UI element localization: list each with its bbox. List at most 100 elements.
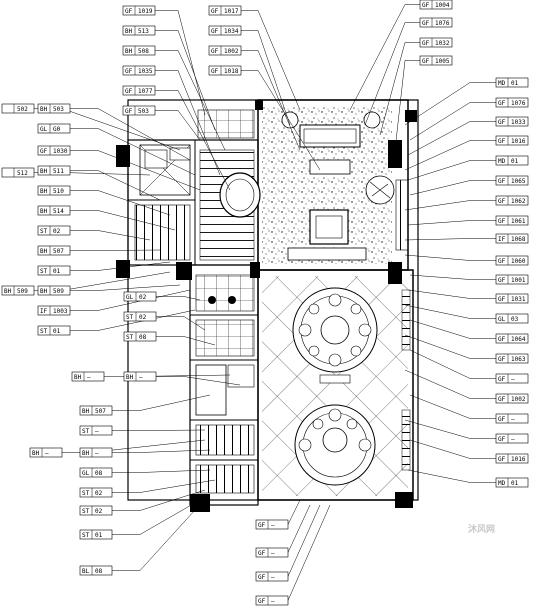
tag-code: GF [258,522,266,529]
tag-number: 1019 [138,8,153,15]
tag-number: 1033 [511,119,526,126]
tag-box [122,25,156,36]
tag-number: 507 [53,248,64,255]
tag-code: ST [40,328,48,335]
tag-number: 1031 [511,296,526,303]
tag-number: 1032 [435,40,450,47]
tag-box [495,433,529,444]
tag-number: 01 [511,80,519,87]
tag-number: 1068 [511,236,526,243]
tag-box [123,331,157,342]
leader-line [379,42,420,136]
leader-line [70,210,176,231]
tag-code: BH [4,288,12,295]
tag-number: 01 [53,268,61,275]
leader-line [349,4,420,111]
tag-box [495,477,529,488]
tag-code: BH [125,28,133,35]
material-tag-bottom-2: GF— [255,571,289,582]
leader-line [409,319,496,339]
leader-line [241,30,291,126]
leader-line [404,238,496,241]
tag-number: — [95,428,99,435]
material-tag-left-23: BH— [79,447,113,458]
tag-code: GF [498,376,506,383]
tag-box [122,105,156,116]
tag-box [29,447,63,458]
tag-box [495,116,529,127]
tag-number: 1016 [511,456,526,463]
tag-box [79,425,113,436]
tag-number: — [45,450,49,457]
tag-code: IF [498,236,506,243]
tag-box [79,405,113,416]
tag-number: — [95,450,99,457]
tag-box [255,547,289,558]
tag-number: — [511,416,515,423]
tag-number: 1076 [511,100,526,107]
tag-number: 02 [139,314,147,321]
tag-code: MD [498,158,506,165]
living-room [262,106,409,264]
tag-box [255,595,289,606]
tag-box [495,274,529,285]
tag-box [495,453,529,464]
tag-box [495,215,529,226]
tag-number: 510 [53,188,64,195]
tag-box [37,225,71,236]
leader-line [70,150,201,191]
tag-number: 08 [95,470,103,477]
tag-code: BL [82,568,90,575]
tag-code: GF [125,8,133,15]
tag-code: GF [40,148,48,155]
tag-box [419,37,453,48]
tag-code: GF [498,178,506,185]
leader-line [241,50,301,151]
material-tag-bottom-0: GF— [255,519,289,530]
tag-number: — [139,374,143,381]
material-tag-left-0: 502 [1,103,35,114]
tag-code: GF [422,58,430,65]
tag-box [495,97,529,108]
tag-code: ST [82,490,90,497]
tag-code: GF [211,8,219,15]
tag-code: BH [40,208,48,215]
tag-box [123,311,157,322]
tag-code: GF [498,218,506,225]
tag-number: 1061 [511,218,526,225]
tag-code: GF [422,20,430,27]
tag-code: BH [32,450,40,457]
leader-line [70,170,161,201]
material-tag-left-19: BH— [123,371,157,382]
tag-number: 503 [138,108,149,115]
tag-box [37,305,71,316]
leader-line [404,140,496,171]
tag-box [37,145,71,156]
tag-code: BH [40,288,48,295]
tag-number: 1017 [224,8,239,15]
tag-box [495,413,529,424]
tag-number: 1060 [511,258,526,265]
material-tag-left-21: ST— [79,425,113,436]
leader-line [407,160,496,181]
tag-code: MD [498,480,506,487]
tag-number: — [511,376,515,383]
tag-box [71,371,105,382]
